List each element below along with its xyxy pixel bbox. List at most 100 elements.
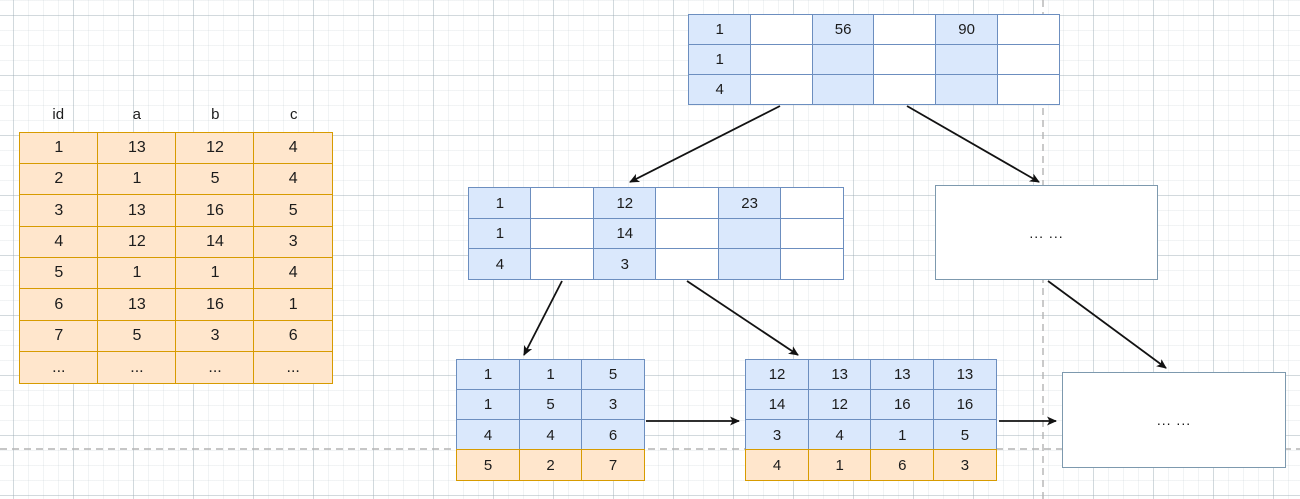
- table-cell: [780, 248, 845, 280]
- table-row: 4: [688, 73, 1060, 105]
- table-cell: 13: [97, 288, 177, 322]
- table-cell: 4: [518, 419, 583, 451]
- table-cell: 23: [717, 187, 782, 219]
- table-cell: 90: [935, 14, 999, 46]
- table-cell: 1: [97, 162, 177, 196]
- table-cell: 1: [688, 14, 752, 46]
- table-cell: 5: [175, 162, 255, 196]
- table-cell: [780, 217, 845, 250]
- table-cell: ...: [253, 351, 333, 384]
- table-cell: 1: [688, 43, 752, 76]
- table-cell: [811, 43, 875, 76]
- subtree-placeholder-box-label: ... ...: [1029, 224, 1064, 241]
- table-cell: 5: [19, 257, 99, 290]
- table-cell: [530, 248, 595, 280]
- table-cell: 1: [468, 187, 532, 219]
- table-cell: 6: [19, 288, 99, 322]
- table-cell: [780, 187, 845, 219]
- table-cell: 4: [253, 131, 333, 165]
- column-header-id: id: [52, 106, 65, 123]
- table-cell: ...: [175, 351, 255, 384]
- table-cell: [873, 73, 937, 105]
- table-cell: 1: [97, 257, 177, 290]
- table-cell: [811, 73, 875, 105]
- table-cell: 7: [581, 449, 645, 481]
- table-cell: [717, 217, 782, 250]
- table-cell: [935, 73, 999, 105]
- table-cell: 5: [253, 194, 333, 228]
- table-cell: 13: [807, 359, 872, 391]
- table-cell: 4: [688, 73, 752, 105]
- table-cell: [655, 187, 720, 219]
- table-cell: 6: [581, 419, 645, 451]
- table-cell: 3: [581, 389, 645, 421]
- table-cell: 1: [19, 131, 99, 165]
- table-cell: 16: [175, 288, 255, 322]
- table-cell: 5: [97, 319, 177, 353]
- table-cell: 13: [870, 359, 935, 391]
- table-row: 1 12 23: [468, 187, 845, 219]
- table-cell: 1: [456, 359, 520, 391]
- arrow-internal-to-leaf1: [523, 280, 563, 356]
- table-cell: [717, 248, 782, 280]
- column-header-c: c: [290, 106, 298, 123]
- table-cell: 13: [932, 359, 997, 391]
- table-cell: 12: [97, 225, 177, 259]
- table-cell: 56: [811, 14, 875, 46]
- table-cell: 4: [468, 248, 532, 280]
- table-row: 1: [688, 43, 1060, 76]
- table-cell: 3: [745, 419, 810, 451]
- table-cell: [530, 187, 595, 219]
- table-cell: 4: [19, 225, 99, 259]
- table-cell: [749, 43, 813, 76]
- table-cell: [749, 14, 813, 46]
- table-cell: 6: [253, 319, 333, 353]
- table-cell: 16: [175, 194, 255, 228]
- table-cell: 1: [253, 288, 333, 322]
- table-cell: 13: [97, 131, 177, 165]
- table-cell: 14: [745, 389, 810, 421]
- leaf-placeholder-box[interactable]: ... ...: [1062, 372, 1286, 468]
- table-cell: 12: [592, 187, 657, 219]
- table-cell: [996, 14, 1060, 46]
- table-cell: 12: [745, 359, 810, 391]
- table-cell: 1: [175, 257, 255, 290]
- table-cell: [530, 217, 595, 250]
- table-cell: [655, 217, 720, 250]
- table-cell: 5: [456, 449, 520, 481]
- table-cell: 3: [175, 319, 255, 353]
- table-cell: 6: [870, 449, 935, 481]
- leaf-placeholder-box-label: ... ...: [1156, 412, 1192, 428]
- table-cell: [749, 73, 813, 105]
- table-cell: 5: [932, 419, 997, 451]
- table-cell: [935, 43, 999, 76]
- arrow-subtree-box-to-leaf-box: [1047, 280, 1167, 369]
- arrow-internal-to-leaf2: [686, 280, 799, 356]
- table-row: 1 56 90: [688, 14, 1060, 46]
- table-cell: ...: [19, 351, 99, 384]
- subtree-placeholder-box[interactable]: ... ...: [935, 185, 1158, 280]
- table-cell: 16: [932, 389, 997, 421]
- table-cell: 2: [19, 162, 99, 196]
- table-cell: 1: [468, 217, 532, 250]
- table-cell: 1: [518, 359, 583, 391]
- table-cell: 4: [745, 449, 810, 481]
- table-cell: 2: [518, 449, 583, 481]
- table-cell: 12: [807, 389, 872, 421]
